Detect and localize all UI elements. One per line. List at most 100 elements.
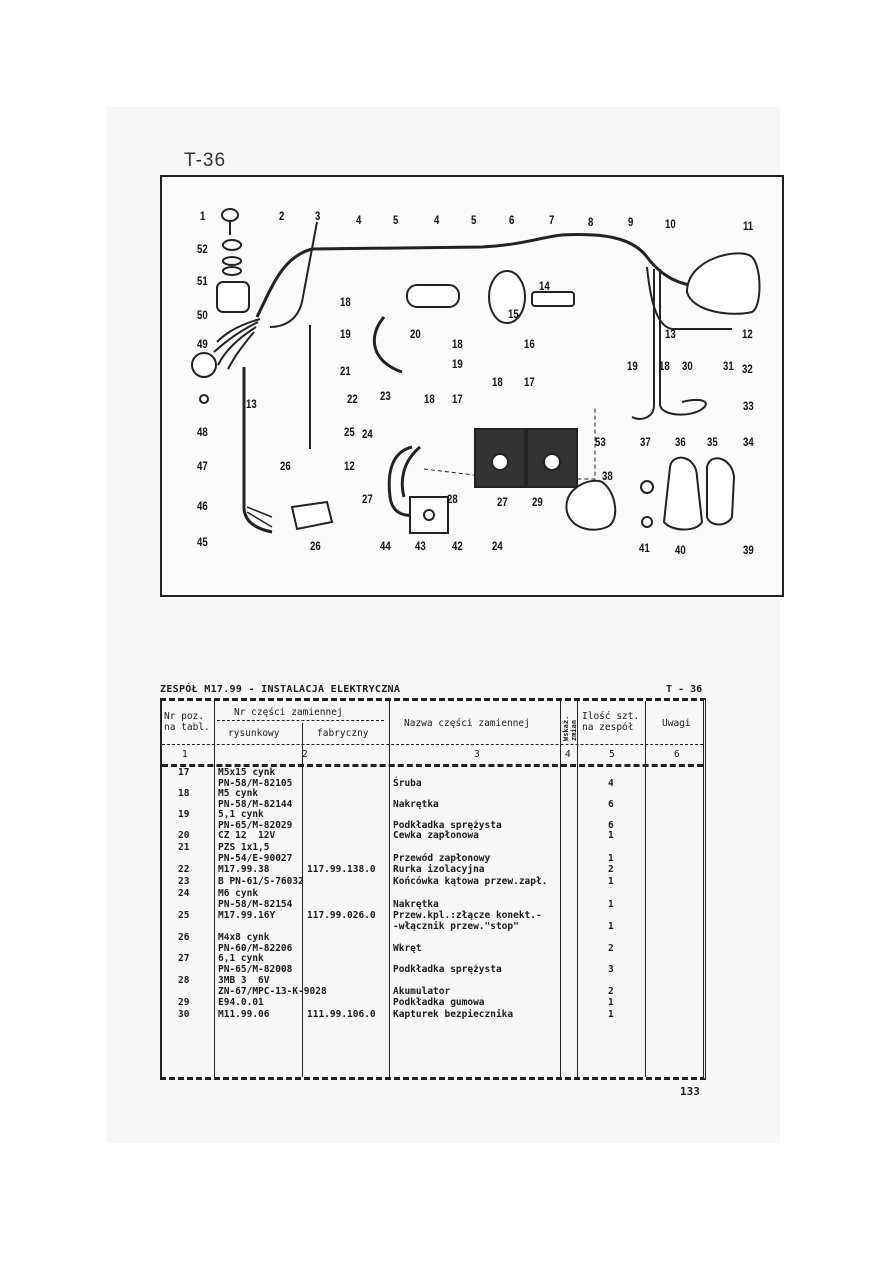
- cell-quantity: 1: [608, 830, 614, 841]
- callout-label: 49: [197, 337, 208, 351]
- callout-label: 13: [246, 397, 257, 411]
- parts-table: Nr poz. na tabl. Nr części zamiennej rys…: [160, 698, 706, 1080]
- callout-label: 19: [340, 327, 351, 341]
- cell-drawing-number: M17.99.38: [218, 864, 270, 875]
- cell-position: 20: [178, 830, 190, 841]
- header-quantity: Ilość szt. na zespół: [582, 711, 640, 733]
- callout-label: 32: [742, 362, 753, 376]
- page-number: 133: [680, 1085, 700, 1098]
- callout-label: 19: [452, 357, 463, 371]
- callout-label: 5: [471, 213, 477, 227]
- col-number-6: 6: [674, 749, 680, 760]
- callout-label: 19: [627, 359, 638, 373]
- callout-label: 15: [508, 307, 519, 321]
- cell-drawing-number: B PN-61/S-76032: [218, 876, 304, 887]
- callout-label: 50: [197, 308, 208, 322]
- cell-drawing-number: 6,1 cynk PN-65/M-82008: [218, 953, 293, 975]
- callout-label: 5: [393, 213, 399, 227]
- cell-quantity: 1: [608, 997, 614, 1008]
- callout-label: 18: [452, 337, 463, 351]
- cell-part-name: Podkładka gumowa: [393, 997, 485, 1008]
- callout-label: 11: [743, 219, 754, 233]
- callout-label: 52: [197, 242, 208, 256]
- callout-label: 31: [723, 359, 734, 373]
- cell-position: 25: [178, 910, 190, 921]
- plate-label: T-36: [184, 150, 227, 171]
- callout-label: 17: [452, 392, 463, 406]
- callout-label: 37: [640, 435, 651, 449]
- callout-label: 42: [452, 539, 463, 553]
- callout-label: 3: [315, 209, 321, 223]
- callout-label: 34: [743, 435, 754, 449]
- callout-label: 30: [682, 359, 693, 373]
- cell-part-name: Nakrętka: [393, 799, 439, 810]
- callout-label: 27: [362, 492, 373, 506]
- cell-part-name: Wkręt: [393, 943, 422, 954]
- callout-label: 36: [675, 435, 686, 449]
- cell-factory-number: 117.99.138.0: [307, 864, 376, 875]
- cell-position: 27: [178, 953, 190, 964]
- cell-part-name: Cewka zapłonowa: [393, 830, 479, 841]
- header-factory-number: fabryczny: [317, 728, 369, 739]
- table-title: ZESPÓŁ M17.99 - INSTALACJA ELEKTRYCZNA: [160, 684, 401, 695]
- cell-part-name: Końcówka kątowa przew.zapł.: [393, 876, 548, 887]
- col-number-2: 2: [302, 749, 308, 760]
- header-part-name: Nazwa części zamiennej: [404, 718, 530, 729]
- cell-drawing-number: M11.99.06: [218, 1009, 270, 1020]
- callout-label: 7: [549, 213, 555, 227]
- header-position: Nr poz. na tabl.: [164, 711, 210, 733]
- cell-quantity: 1: [608, 876, 614, 887]
- callout-label: 12: [344, 459, 355, 473]
- cell-quantity: 1: [608, 853, 614, 864]
- col-number-5: 5: [609, 749, 615, 760]
- callout-label: 6: [509, 213, 515, 227]
- cell-drawing-number: 5,1 cynk PN-65/M-82029: [218, 809, 293, 831]
- wiring-harness-drawing: [191, 208, 761, 534]
- cell-part-name: Przewód zapłonowy: [393, 853, 491, 864]
- cell-position: 30: [178, 1009, 190, 1020]
- cell-quantity: 1: [608, 921, 614, 932]
- cell-part-name: Podkładka sprężysta: [393, 964, 502, 975]
- cell-part-name: Nakrętka: [393, 899, 439, 910]
- callout-label: 53: [595, 435, 606, 449]
- cell-part-name: Podkładka sprężysta: [393, 820, 502, 831]
- callout-label: 1: [200, 209, 206, 223]
- cell-quantity: 6: [608, 799, 614, 810]
- callout-label: 4: [356, 213, 362, 227]
- cell-quantity: 3: [608, 964, 614, 975]
- callout-label: 46: [197, 499, 208, 513]
- callout-label: 17: [524, 375, 535, 389]
- col-number-4: 4: [565, 749, 571, 760]
- callout-label: 2: [279, 209, 285, 223]
- cell-position: 28: [178, 975, 190, 986]
- callout-label: 9: [628, 215, 634, 229]
- col-number-1: 1: [182, 749, 188, 760]
- cell-part-name: Rurka izolacyjna: [393, 864, 485, 875]
- col-number-3: 3: [474, 749, 480, 760]
- cell-part-name: Kapturek bezpiecznika: [393, 1009, 514, 1020]
- cell-factory-number: 111.99.106.0: [307, 1009, 376, 1020]
- cell-drawing-number: M5 cynk PN-58/M-82144: [218, 788, 293, 810]
- cell-position: 26: [178, 932, 190, 943]
- callout-label: 16: [524, 337, 535, 351]
- callout-label: 18: [424, 392, 435, 406]
- callout-label: 22: [347, 392, 358, 406]
- cell-quantity: 1: [608, 899, 614, 910]
- callout-label: 20: [410, 327, 421, 341]
- cell-drawing-number: CZ 12 12V: [218, 830, 276, 841]
- cell-position: 22: [178, 864, 190, 875]
- callout-label: 26: [310, 539, 321, 553]
- cell-drawing-number: 3MB 3 6V ZN-67/MPC-13-K-9028: [218, 975, 327, 997]
- cell-part-name: Śruba: [393, 778, 422, 789]
- callout-label: 28: [447, 492, 458, 506]
- callout-label: 8: [588, 215, 594, 229]
- cell-quantity: 2: [608, 864, 614, 875]
- cell-part-name: Przew.kpl.:złącze konekt.- -włącznik prz…: [393, 910, 542, 932]
- callout-label: 18: [492, 375, 503, 389]
- callout-label: 45: [197, 535, 208, 549]
- cell-quantity: 6: [608, 820, 614, 831]
- cell-position: 17: [178, 767, 190, 778]
- cell-drawing-number: PZS 1x1,5 PN-54/E-90027: [218, 842, 293, 864]
- cell-position: 21: [178, 842, 190, 853]
- cell-position: 29: [178, 997, 190, 1008]
